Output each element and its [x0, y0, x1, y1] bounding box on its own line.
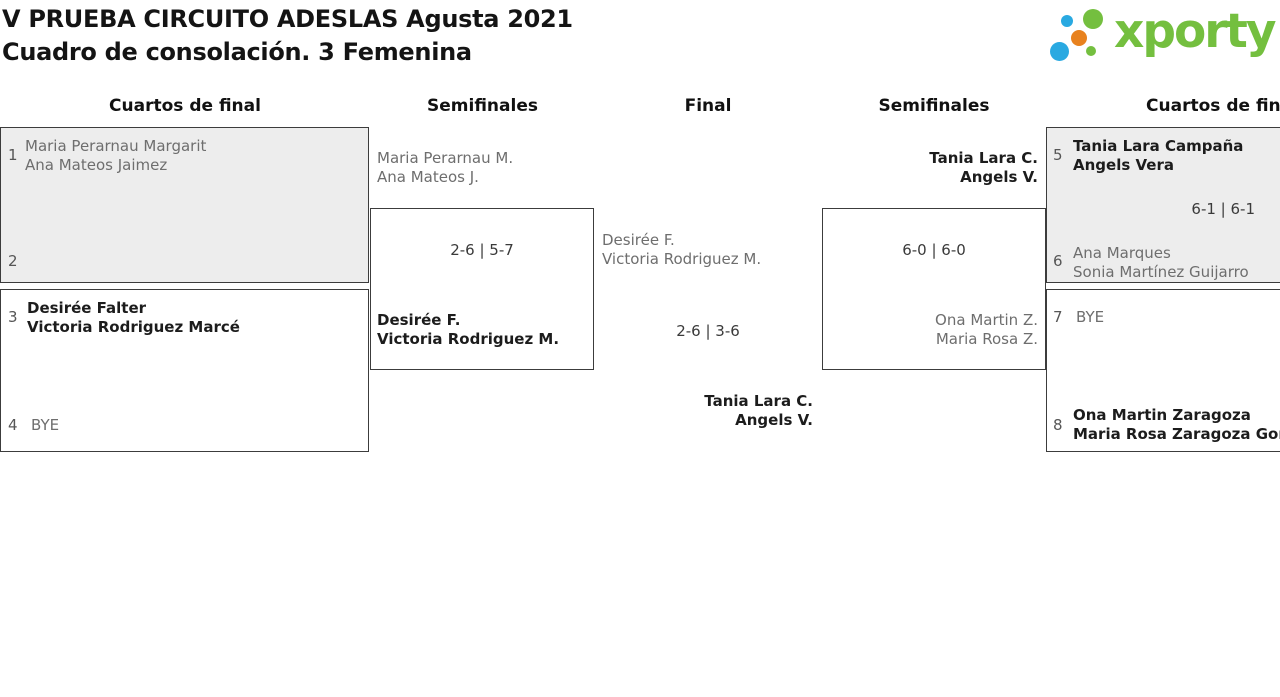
player-name: Maria Perarnau Margarit	[25, 137, 207, 155]
player-name: Victoria Rodriguez M.	[377, 330, 560, 348]
player-name: Maria Perarnau M.	[377, 149, 514, 167]
match-box-sf-right	[822, 208, 1046, 370]
team-qf-right-top-loser: Ana Marques Sonia Martínez Guijarro	[1073, 244, 1249, 282]
team-final-top: Desirée F. Victoria Rodriguez M.	[602, 231, 761, 269]
match-score-sf-right: 6-0 | 6-0	[902, 241, 966, 259]
match-box-qf-left-bottom	[0, 289, 369, 452]
player-name: Desirée F.	[377, 311, 461, 329]
seed-label: 7	[1053, 308, 1063, 326]
player-name: Ona Martin Zaragoza	[1073, 406, 1251, 424]
seed-label: 1	[8, 146, 18, 164]
player-name: Tania Lara C.	[704, 392, 813, 410]
match-box-qf-left-top	[0, 127, 369, 283]
team-qf-left-top: Maria Perarnau Margarit Ana Mateos Jaime…	[25, 137, 206, 175]
player-name: Ona Martin Z.	[935, 311, 1038, 329]
team-qf-right-top: Tania Lara Campaña Angels Vera	[1073, 137, 1243, 175]
round-header-qf-left: Cuartos de final	[109, 96, 261, 116]
page-title: V PRUEBA CIRCUITO ADESLAS Agusta 2021	[2, 5, 573, 33]
logo-dot-blue-big-icon	[1050, 42, 1069, 61]
player-name: Maria Rosa Zaragoza Gomez	[1073, 425, 1280, 443]
player-name: Tania Lara C.	[929, 149, 1038, 167]
round-header-sf-right: Semifinales	[878, 96, 990, 116]
team-qf-left-bottom: Desirée Falter Victoria Rodriguez Marcé	[27, 299, 240, 337]
logo-dot-blue-small-icon	[1061, 15, 1073, 27]
player-name: Victoria Rodriguez M.	[602, 250, 762, 268]
seed-label: 5	[1053, 146, 1063, 164]
xporty-logo[interactable]: xporty	[1046, 0, 1277, 74]
player-name: Tania Lara Campaña	[1073, 137, 1244, 155]
seed-label: 2	[8, 252, 18, 270]
logo-dot-orange-icon	[1071, 30, 1087, 46]
bye-label: BYE	[31, 416, 60, 434]
team-sf-left-winner: Desirée F. Victoria Rodriguez M.	[377, 311, 559, 349]
player-name: Maria Rosa Z.	[935, 330, 1038, 348]
player-name: Sonia Martínez Guijarro	[1073, 263, 1249, 281]
bye-label: BYE	[1076, 308, 1105, 326]
round-header-final: Final	[684, 96, 732, 116]
seed-label: 6	[1053, 252, 1063, 270]
round-header-qf-right: Cuartos de final	[1146, 96, 1280, 116]
player-name: Ana Marques	[1073, 244, 1171, 262]
match-score-final: 2-6 | 3-6	[676, 322, 740, 340]
player-name: Ana Mateos Jaimez	[25, 156, 168, 174]
round-header-sf-left: Semifinales	[427, 96, 538, 116]
player-name: Ana Mateos J.	[377, 168, 479, 186]
team-final-winner: Tania Lara C. Angels V.	[613, 392, 813, 430]
player-name: Victoria Rodriguez Marcé	[27, 318, 240, 336]
page-header: V PRUEBA CIRCUITO ADESLAS Agusta 2021 Cu…	[2, 3, 573, 69]
match-box-qf-right-bottom	[1046, 289, 1280, 452]
team-qf-right-bottom: Ona Martin Zaragoza Maria Rosa Zaragoza …	[1073, 406, 1280, 444]
seed-label: 4	[8, 416, 18, 434]
team-sf-right-top: Tania Lara C. Angels V.	[838, 149, 1038, 187]
player-name: Desirée Falter	[27, 299, 147, 317]
seed-label: 3	[8, 308, 18, 326]
team-sf-right-bottom: Ona Martin Z. Maria Rosa Z.	[838, 311, 1038, 349]
player-name: Angels Vera	[1073, 156, 1174, 174]
match-box-qf-right-top	[1046, 127, 1280, 283]
match-box-sf-left	[370, 208, 594, 370]
logo-dot-green-small-icon	[1086, 46, 1096, 56]
logo-wordmark: xporty	[1114, 4, 1277, 59]
player-name: Angels V.	[735, 411, 813, 429]
player-name: Angels V.	[960, 168, 1038, 186]
match-score-sf-left: 2-6 | 5-7	[450, 241, 514, 259]
page-subtitle: Cuadro de consolación. 3 Femenina	[2, 38, 472, 66]
seed-label: 8	[1053, 416, 1063, 434]
match-score-qf-right-top: 6-1 | 6-1	[1191, 200, 1255, 218]
logo-dot-green-big-icon	[1083, 9, 1103, 29]
player-name: Desirée F.	[602, 231, 675, 249]
team-sf-left-top: Maria Perarnau M. Ana Mateos J.	[377, 149, 513, 187]
